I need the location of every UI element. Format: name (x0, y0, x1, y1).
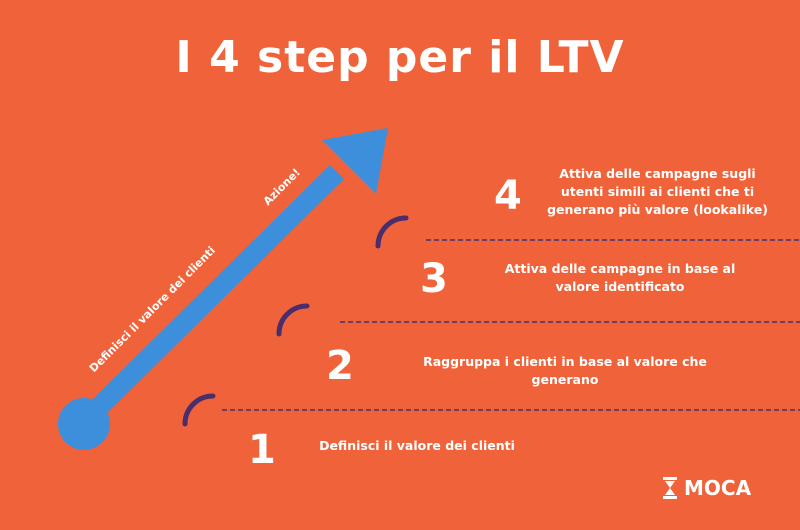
step-number-4: 4 (494, 173, 522, 219)
hourglass-icon (663, 477, 677, 499)
step-number-1: 1 (248, 427, 276, 473)
page-title: I 4 step per il LTV (175, 32, 625, 83)
step-number-3: 3 (420, 256, 448, 302)
brand-logo: MOCA (662, 476, 751, 500)
step-arc-1 (182, 393, 216, 427)
step-text-3: Attiva delle campagne in base al valore … (504, 261, 736, 294)
step-text-2: Raggruppa i clienti in base al valore ch… (423, 354, 707, 387)
growth-arrow (58, 128, 388, 450)
brand-name: MOCA (684, 476, 752, 500)
step-arc-3 (375, 215, 409, 249)
step-arc-2 (276, 303, 310, 337)
step-text-4: Attiva delle campagne sugli utenti simil… (547, 166, 768, 217)
arrow-head (322, 128, 388, 194)
step-number-2: 2 (326, 343, 354, 389)
step-text-1: Definisci il valore dei clienti (319, 438, 515, 453)
arrow-start-dot (58, 398, 110, 450)
